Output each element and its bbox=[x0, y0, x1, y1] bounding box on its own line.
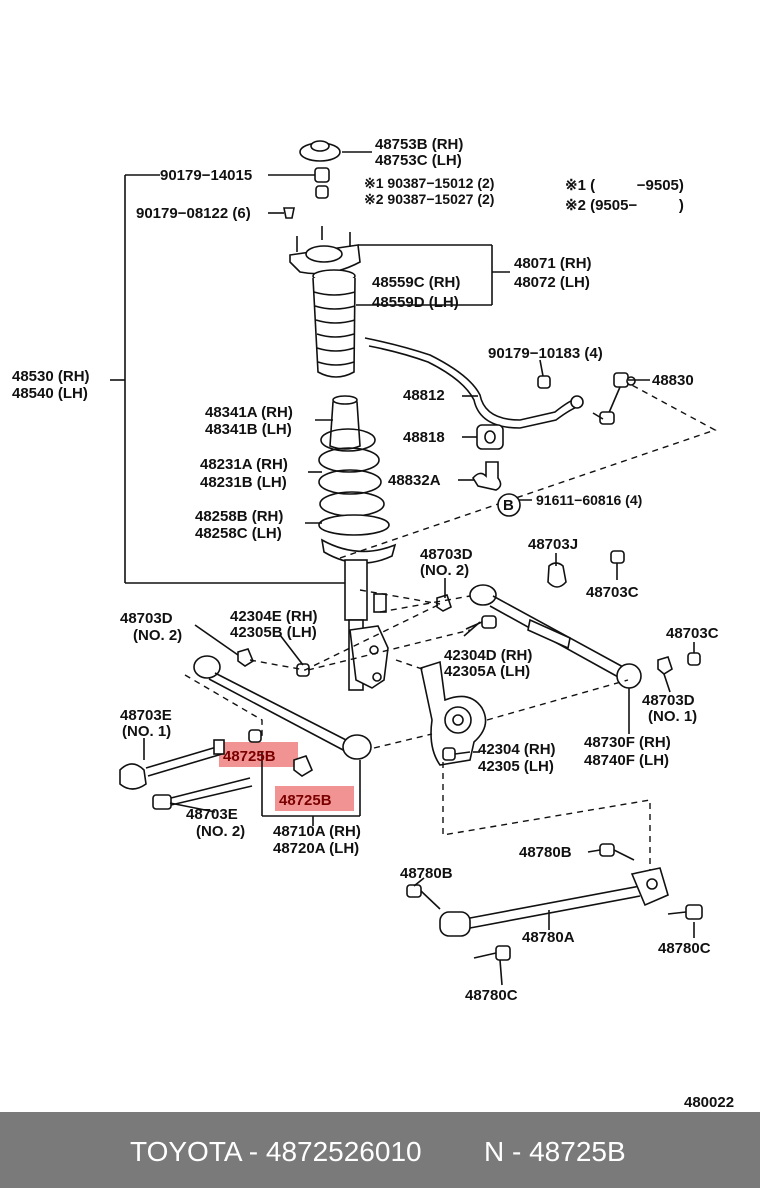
label-48812: 48812 bbox=[403, 387, 445, 404]
label-no1-left: (NO. 1) bbox=[122, 723, 171, 740]
label-48231a: 48231A (RH) bbox=[200, 456, 288, 473]
upper-control-arm bbox=[469, 584, 642, 689]
label-48780a: 48780A bbox=[522, 929, 575, 946]
label-48703d-top: 48703D bbox=[420, 546, 473, 563]
bushing-48818 bbox=[476, 424, 504, 450]
label-48231b: 48231B (LH) bbox=[200, 474, 287, 491]
label-48258c: 48258C (LH) bbox=[195, 525, 282, 542]
label-no1-r: (NO. 1) bbox=[648, 708, 697, 725]
stabilizer-bar bbox=[364, 337, 584, 429]
label-48780c-r: 48780C bbox=[658, 940, 711, 957]
label-48780b-r: 48780B bbox=[519, 844, 572, 861]
label-48072: 48072 (LH) bbox=[514, 274, 590, 291]
label-48703j: 48703J bbox=[528, 536, 578, 553]
footer-bar: TOYOTA - 4872526010 N - 48725B bbox=[0, 1112, 760, 1188]
label-48780c-b: 48780C bbox=[465, 987, 518, 1004]
label-48753b: 48753B (RH) bbox=[375, 136, 463, 153]
label-48725b-lower: 48725B bbox=[279, 792, 332, 809]
label-48720a: 48720A (LH) bbox=[273, 840, 359, 857]
nut-90179-10183 bbox=[537, 375, 551, 389]
label-key1: ※1 ( −9505) bbox=[565, 177, 684, 194]
label-48832a: 48832A bbox=[388, 472, 441, 489]
b-circle bbox=[497, 493, 521, 517]
labels: 48753B (RH) 48753C (LH) 90179−14015 ※1 9… bbox=[12, 136, 734, 1111]
bumper-boot bbox=[312, 269, 356, 378]
lower-arm-48780a bbox=[406, 843, 703, 961]
label-48703d-r: 48703D bbox=[642, 692, 695, 709]
label-48730f: 48730F (RH) bbox=[584, 734, 671, 751]
label-48540: 48540 (LH) bbox=[12, 385, 88, 402]
label-48703e-top: 48703E bbox=[120, 707, 172, 724]
label-90179-14015: 90179−14015 bbox=[160, 167, 252, 184]
label-no2-left: (NO. 2) bbox=[133, 627, 182, 644]
label-note1-90387: ※1 90387−15012 (2) bbox=[364, 175, 494, 191]
footer-part-number: TOYOTA - 4872526010 bbox=[130, 1136, 422, 1167]
bumper-48341 bbox=[329, 395, 361, 450]
stabilizer-link bbox=[592, 372, 636, 425]
label-48780b-l: 48780B bbox=[400, 865, 453, 882]
label-90179-10183: 90179−10183 (4) bbox=[488, 345, 603, 362]
label-48830: 48830 bbox=[652, 372, 694, 389]
label-48818: 48818 bbox=[403, 429, 445, 446]
label-note2-90387: ※2 90387−15027 (2) bbox=[364, 191, 494, 207]
label-no2-bot: (NO. 2) bbox=[196, 823, 245, 840]
lower-arm-48710a bbox=[193, 655, 372, 777]
label-42304: 42304 (RH) bbox=[478, 741, 556, 758]
bolts-48703e bbox=[119, 739, 253, 810]
label-48703e-bot: 48703E bbox=[186, 806, 238, 823]
label-48703d-left: 48703D bbox=[120, 610, 173, 627]
upper-mount-parts bbox=[283, 140, 341, 219]
dashed-lines bbox=[184, 382, 717, 870]
label-42304d: 42304D (RH) bbox=[444, 647, 532, 664]
label-48559d: 48559D (LH) bbox=[372, 294, 459, 311]
label-b: B bbox=[503, 497, 514, 514]
label-48703c-far: 48703C bbox=[666, 625, 719, 642]
label-48703c-r: 48703C bbox=[586, 584, 639, 601]
bracket-48832a bbox=[472, 461, 502, 491]
highlight-48725b-lower bbox=[275, 786, 354, 811]
shock-absorber bbox=[320, 538, 397, 691]
label-48740f: 48740F (LH) bbox=[584, 752, 669, 769]
label-480022: 480022 bbox=[684, 1094, 734, 1111]
label-90179-08122: 90179−08122 (6) bbox=[136, 205, 251, 222]
label-42305: 42305 (LH) bbox=[478, 758, 554, 775]
coil-spring bbox=[318, 428, 390, 536]
label-no2-top: (NO. 2) bbox=[420, 562, 469, 579]
suspension-parts-diagram: 48753B (RH) 48753C (LH) 90179−14015 ※1 9… bbox=[12, 136, 734, 1111]
label-91611-60816: 91611−60816 (4) bbox=[536, 492, 642, 508]
label-48341a: 48341A (RH) bbox=[205, 404, 293, 421]
label-48341b: 48341B (LH) bbox=[205, 421, 292, 438]
label-48258b: 48258B (RH) bbox=[195, 508, 283, 525]
label-48559c: 48559C (RH) bbox=[372, 274, 460, 291]
label-48725b-upper: 48725B bbox=[223, 748, 276, 765]
label-48710a: 48710A (RH) bbox=[273, 823, 361, 840]
label-48071: 48071 (RH) bbox=[514, 255, 592, 272]
strut-support bbox=[289, 226, 361, 275]
carrier-knuckle bbox=[420, 660, 487, 766]
highlight-48725b-upper bbox=[219, 742, 298, 767]
label-42305b: 42305B (LH) bbox=[230, 624, 317, 641]
label-42304e: 42304E (RH) bbox=[230, 608, 318, 625]
footer-ref-number: N - 48725B bbox=[484, 1136, 626, 1167]
label-key2: ※2 (9505− ) bbox=[565, 197, 684, 214]
label-48530: 48530 (RH) bbox=[12, 368, 90, 385]
leader-lines bbox=[110, 151, 695, 986]
label-42305a: 42305A (LH) bbox=[444, 663, 530, 680]
label-48753c: 48753C (LH) bbox=[375, 152, 462, 169]
